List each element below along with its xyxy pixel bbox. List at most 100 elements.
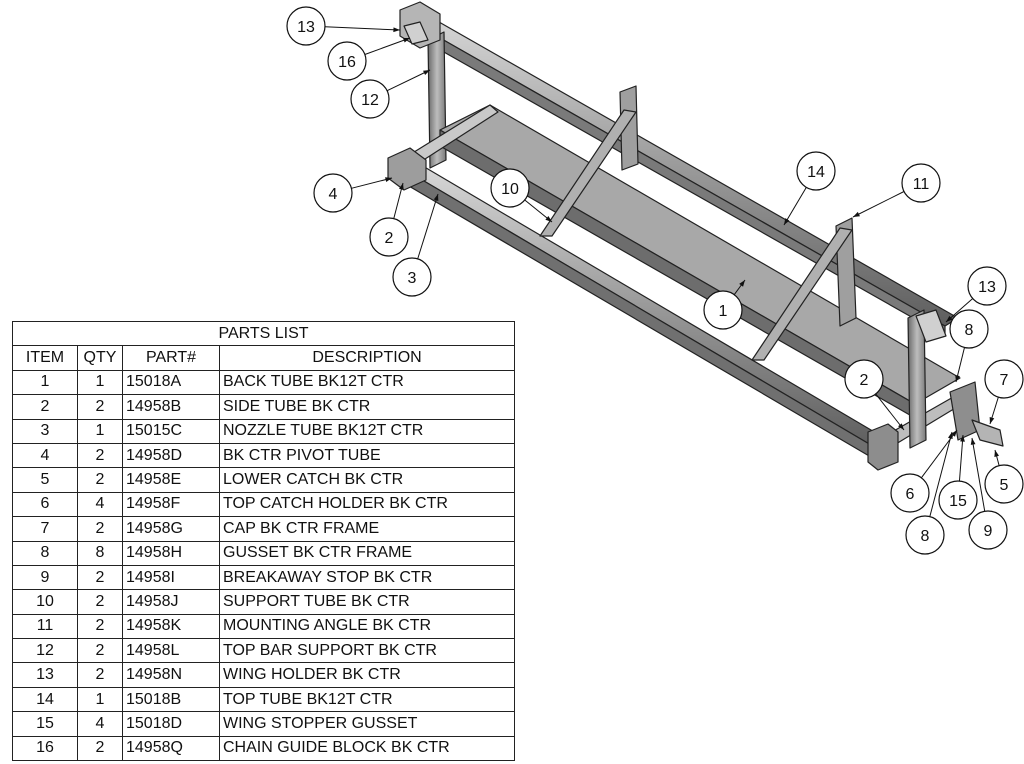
balloon-label: 12 [361, 92, 379, 109]
cell-item: 10 [12, 589, 78, 615]
balloon-circle [968, 510, 1008, 550]
cell-item: 2 [12, 394, 78, 420]
balloon-label: 1 [719, 303, 728, 320]
balloon-circle [796, 151, 836, 191]
parts-list-header-row: ITEM QTY PART# DESCRIPTION [12, 345, 516, 371]
cell-part-number: 14958B [122, 394, 220, 420]
cell-item: 14 [12, 686, 78, 713]
cell-description: LOWER CATCH BK CTR [218, 467, 516, 493]
leader-arrowhead [989, 417, 995, 424]
cell-description: CHAIN GUIDE BLOCK BK CTR [218, 735, 516, 762]
leader-lines [324, 26, 1000, 517]
cell-item: 11 [12, 613, 78, 640]
balloon-circle [844, 359, 884, 399]
cell-item: 15 [12, 711, 78, 737]
cell-item: 3 [12, 418, 78, 444]
balloon-circle [984, 359, 1024, 399]
balloon-callout: 14 [796, 151, 836, 191]
cell-qty: 8 [77, 540, 123, 566]
cell-description: WING STOPPER GUSSET [218, 711, 516, 737]
leader-arrowhead [946, 315, 953, 322]
balloon-callout: 3 [392, 257, 432, 297]
cell-part-number: 14958I [122, 564, 220, 591]
leader-arrowhead [948, 432, 953, 439]
cell-description: BK CTR PIVOT TUBE [218, 442, 516, 469]
balloon-label: 8 [921, 528, 930, 545]
balloon-circle [703, 290, 743, 330]
balloon-callout: 2 [844, 359, 884, 399]
cell-qty: 2 [77, 394, 123, 420]
cell-description: CAP BK CTR FRAME [218, 516, 516, 542]
cell-description: SIDE TUBE BK CTR [218, 394, 516, 420]
cell-part-number: 14958L [122, 638, 220, 664]
leader-line [417, 193, 439, 260]
cell-description: GUSSET BK CTR FRAME [218, 540, 516, 566]
leader-arrowhead [423, 70, 430, 76]
balloon-label: 6 [906, 486, 915, 503]
cell-item: 13 [12, 662, 78, 688]
balloon-callout: 15 [938, 480, 978, 520]
leader-line [783, 187, 807, 226]
balloon-label: 2 [860, 372, 869, 389]
cell-description: BACK TUBE BK12T CTR [218, 369, 516, 396]
balloon-label: 11 [913, 176, 930, 193]
cell-part-number: 14958N [122, 662, 220, 688]
cell-qty: 1 [77, 686, 123, 713]
leader-line [364, 37, 411, 55]
leader-line [971, 437, 986, 512]
balloon-circle [905, 515, 945, 555]
cell-qty: 2 [77, 735, 123, 762]
cell-part-number: 14958J [122, 589, 220, 615]
cell-qty: 2 [77, 442, 123, 469]
balloon-callout: 13 [967, 266, 1007, 306]
cell-item: 9 [12, 564, 78, 591]
balloon-label: 15 [949, 493, 967, 510]
cell-item: 1 [12, 369, 78, 396]
cell-part-number: 15015C [122, 418, 220, 444]
leader-arrowhead [545, 215, 552, 222]
cell-description: WING HOLDER BK CTR [218, 662, 516, 688]
balloon-circle [949, 309, 989, 349]
balloon-label: 4 [329, 186, 338, 203]
balloon-label: 9 [984, 523, 993, 540]
header-item: ITEM [12, 345, 78, 371]
balloon-circle [901, 163, 941, 203]
balloon-callout: 5 [984, 464, 1024, 504]
leader-line [875, 393, 905, 431]
cell-qty: 4 [77, 711, 123, 737]
balloon-label: 3 [408, 270, 417, 287]
balloon-label: 13 [297, 19, 315, 36]
balloon-circle [490, 168, 530, 208]
balloon-callout: 1 [703, 290, 743, 330]
cell-part-number: 14958F [122, 491, 220, 518]
leader-arrowhead [994, 450, 1000, 457]
wing-holder-right [915, 309, 947, 343]
cell-qty: 2 [77, 467, 123, 493]
frame-structure [387, 1, 1004, 471]
cell-part-number: 15018A [122, 369, 220, 396]
leader-line [852, 191, 905, 218]
header-qty: QTY [77, 345, 123, 371]
balloon-label: 10 [501, 181, 519, 198]
balloon-label: 7 [1000, 372, 1009, 389]
balloon-label: 14 [807, 164, 825, 181]
cell-part-number: 14958K [122, 613, 220, 640]
cell-qty: 2 [77, 613, 123, 640]
balloon-label: 8 [965, 322, 974, 339]
balloon-circle [369, 217, 409, 257]
cell-qty: 2 [77, 589, 123, 615]
balloon-circle [967, 266, 1007, 306]
balloon-callout: 6 [890, 473, 930, 513]
leader-arrowhead [955, 375, 960, 382]
lower-catch [971, 419, 1004, 447]
leader-line [958, 434, 964, 482]
balloon-callout: 13 [286, 6, 326, 46]
